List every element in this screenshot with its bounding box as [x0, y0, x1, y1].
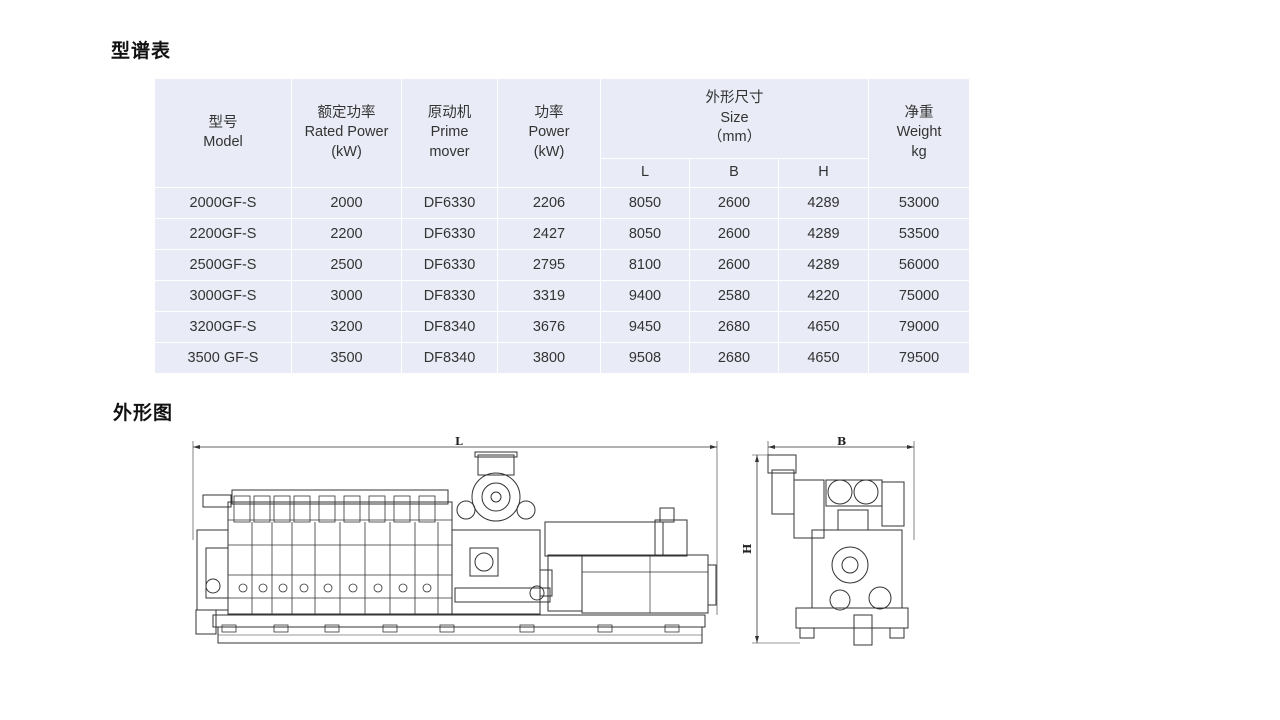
- cell-b: 2680: [689, 311, 779, 343]
- cell-prime-mover: DF6330: [401, 249, 498, 281]
- table-row: 3200GF-S 3200 DF8340 3676 9450 2680 4650…: [154, 311, 970, 343]
- cell-power: 3800: [497, 342, 601, 374]
- table-row: 3500 GF-S 3500 DF8340 3800 9508 2680 465…: [154, 342, 970, 374]
- cell-l: 8100: [600, 249, 690, 281]
- dim-label-width: B: [837, 435, 846, 448]
- cell-power: 2427: [497, 218, 601, 250]
- cell-model: 2200GF-S: [154, 218, 292, 250]
- cell-model: 2000GF-S: [154, 187, 292, 219]
- cell-rated-power: 2200: [291, 218, 402, 250]
- cell-power: 3319: [497, 280, 601, 312]
- table-row: 2500GF-S 2500 DF6330 2795 8100 2600 4289…: [154, 249, 970, 281]
- cell-b: 2680: [689, 342, 779, 374]
- cell-weight: 79000: [868, 311, 970, 343]
- cell-prime-mover: DF8330: [401, 280, 498, 312]
- dim-label-height: H: [741, 544, 754, 554]
- side-view-drawing: L: [192, 435, 718, 644]
- cell-prime-mover: DF8340: [401, 342, 498, 374]
- cell-b: 2600: [689, 218, 779, 250]
- cell-weight: 53500: [868, 218, 970, 250]
- cell-prime-mover: DF6330: [401, 187, 498, 219]
- drawing-title: 外形图: [113, 402, 174, 424]
- cell-rated-power: 3500: [291, 342, 402, 374]
- cell-model: 3200GF-S: [154, 311, 292, 343]
- cell-b: 2600: [689, 187, 779, 219]
- cell-rated-power: 3000: [291, 280, 402, 312]
- cell-model: 2500GF-S: [154, 249, 292, 281]
- cell-rated-power: 2000: [291, 187, 402, 219]
- cell-l: 9400: [600, 280, 690, 312]
- cell-h: 4289: [778, 218, 869, 250]
- cell-model: 3500 GF-S: [154, 342, 292, 374]
- header-size-h: H: [778, 158, 869, 188]
- cell-h: 4650: [778, 342, 869, 374]
- cell-weight: 56000: [868, 249, 970, 281]
- cell-weight: 79500: [868, 342, 970, 374]
- dim-label-length: L: [455, 435, 463, 448]
- table-row: 2200GF-S 2200 DF6330 2427 8050 2600 4289…: [154, 218, 970, 250]
- cell-power: 3676: [497, 311, 601, 343]
- cell-rated-power: 3200: [291, 311, 402, 343]
- end-view-drawing: B H: [741, 435, 915, 646]
- spec-table-title: 型谱表: [111, 40, 172, 62]
- table-row: 2000GF-S 2000 DF6330 2206 8050 2600 4289…: [154, 187, 970, 219]
